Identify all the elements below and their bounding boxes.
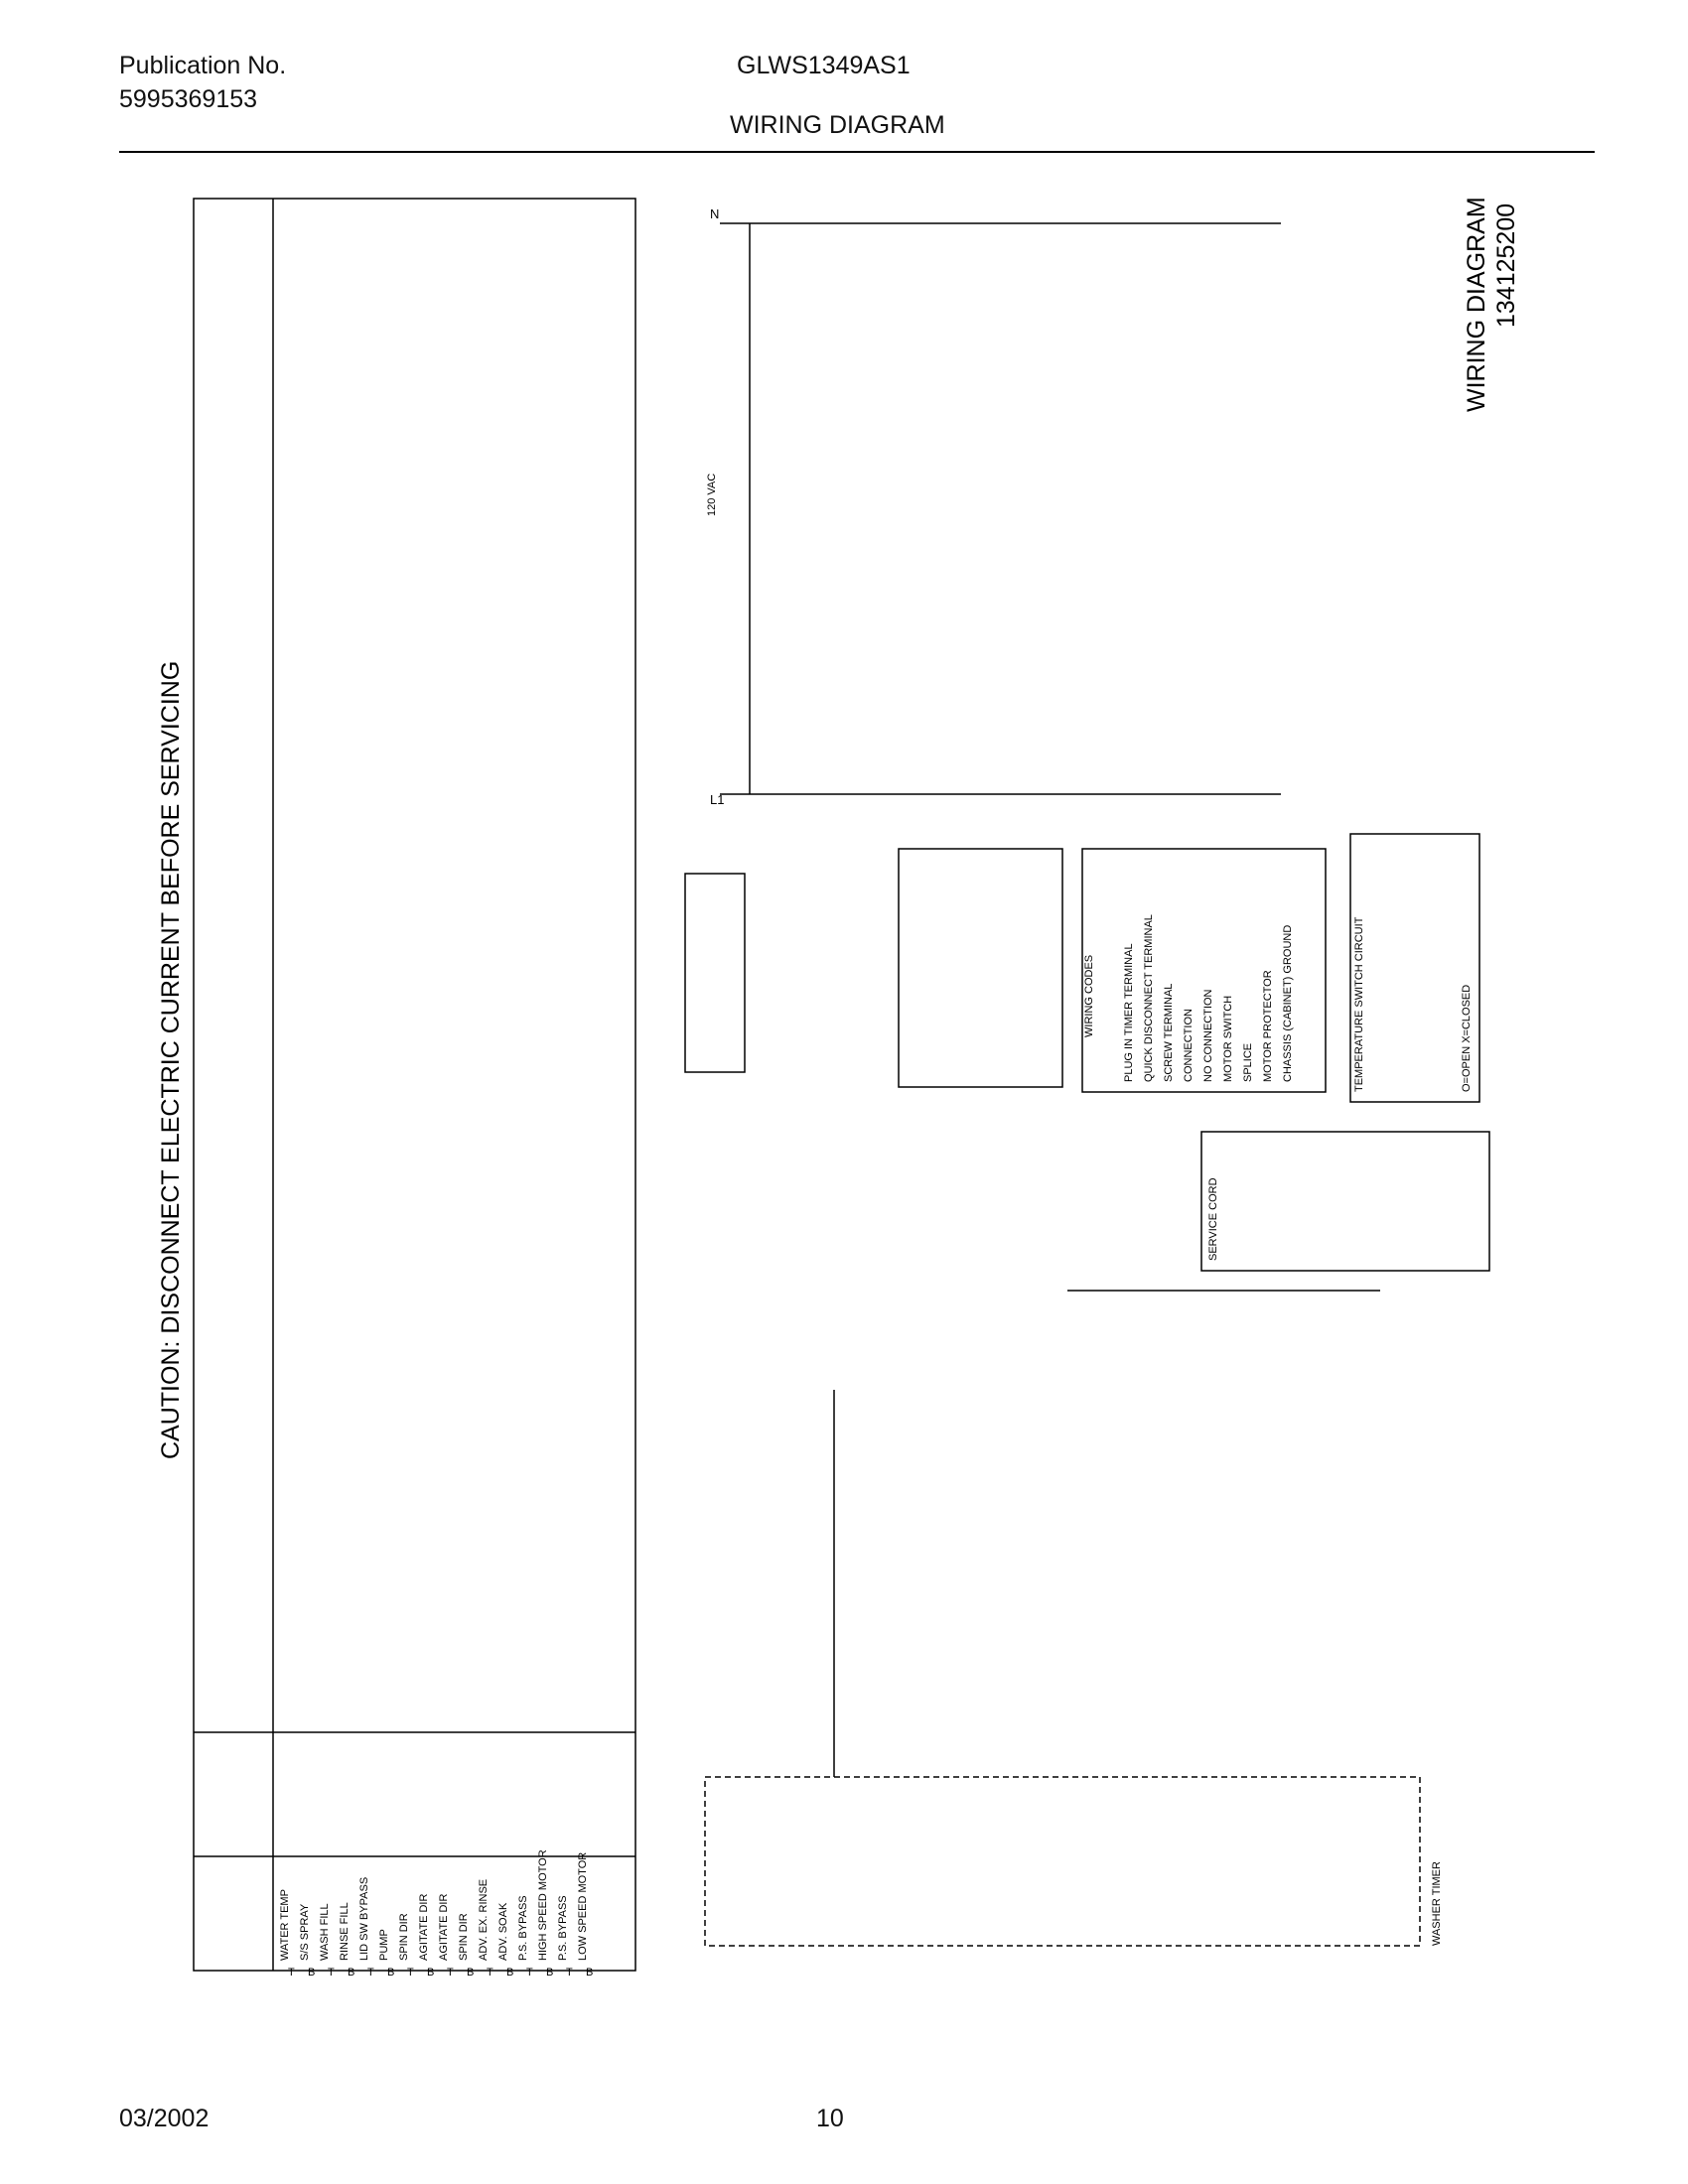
section-title: WIRING DIAGRAM <box>730 111 945 139</box>
wiring-code-item: QUICK DISCONNECT TERMINAL <box>1143 914 1155 1082</box>
l1-label: L1 <box>710 792 724 807</box>
caution-text: CAUTION: DISCONNECT ELECTRIC CURRENT BEF… <box>157 661 185 1459</box>
timer-row-position: T <box>526 1967 533 1979</box>
timer-row-position: B <box>387 1967 394 1979</box>
timer-row-circuit: AGITATE DIR <box>418 1894 430 1961</box>
wiring-code-item: CONNECTION <box>1183 1009 1195 1082</box>
timer-row-position: T <box>566 1967 573 1979</box>
vac-label: 120 VAC <box>706 474 718 516</box>
timer-row-circuit: RINSE FILL <box>339 1902 351 1961</box>
wiring-code-item: PLUG IN TIMER TERMINAL <box>1123 943 1135 1082</box>
timer-row-circuit: P.S. BYPASS <box>517 1895 529 1961</box>
wiring-code-item: NO CONNECTION <box>1202 989 1214 1082</box>
timer-row-position: B <box>467 1967 474 1979</box>
wiring-code-item: MOTOR SWITCH <box>1222 996 1234 1082</box>
temp-table-title: TEMPERATURE SWITCH CIRCUIT <box>1353 916 1365 1092</box>
wiring-code-item: CHASSIS (CABINET) GROUND <box>1282 925 1294 1082</box>
wiring-code-item: MOTOR PROTECTOR <box>1262 970 1274 1082</box>
timer-row-position: B <box>546 1967 553 1979</box>
timer-row-position: T <box>367 1967 374 1979</box>
timer-plug-outline <box>898 848 1063 1088</box>
washer-timer-label: WASHER TIMER <box>1431 1861 1443 1946</box>
timer-row-position: T <box>447 1967 454 1979</box>
timer-row-circuit: ADV. SOAK <box>497 1902 509 1961</box>
header-rule <box>119 151 1595 153</box>
timer-row-circuit: S/S SPRAY <box>299 1903 311 1961</box>
service-cord-box <box>1200 1131 1490 1272</box>
temp-table-legend: O=OPEN X=CLOSED <box>1461 985 1473 1092</box>
timer-row-circuit: P.S. BYPASS <box>557 1895 569 1961</box>
timer-row-position: B <box>586 1967 593 1979</box>
wiring-code-item: SPLICE <box>1242 1043 1254 1082</box>
service-cord-title: SERVICE CORD <box>1207 1177 1219 1261</box>
timer-row-position: T <box>328 1967 335 1979</box>
timer-row-circuit: LID SW BYPASS <box>358 1877 370 1961</box>
timer-row-circuit: WATER TEMP <box>279 1889 291 1961</box>
diagram-number: 134125200 <box>1492 204 1520 328</box>
publication-label: Publication No. <box>119 52 287 79</box>
washer-timer-box <box>704 1776 1421 1947</box>
timer-row-circuit: HIGH SPEED MOTOR <box>537 1849 549 1961</box>
wiring-codes-title: WIRING CODES <box>1083 955 1095 1037</box>
publication-number: 5995369153 <box>119 85 258 113</box>
timer-row-position: T <box>487 1967 493 1979</box>
model-number: GLWS1349AS1 <box>737 52 911 79</box>
timer-row-circuit: LOW SPEED MOTOR <box>577 1852 589 1961</box>
temp-switch-table-box <box>1349 833 1480 1103</box>
timer-row-position: B <box>308 1967 315 1979</box>
timer-row-position: T <box>288 1967 295 1979</box>
neutral-label: N <box>710 206 719 221</box>
timer-row-circuit: WASH FILL <box>319 1903 331 1961</box>
wiring-code-item: SCREW TERMINAL <box>1163 984 1175 1082</box>
timer-row-circuit: AGITATE DIR <box>438 1894 450 1961</box>
timer-row-position: B <box>506 1967 513 1979</box>
timer-row-circuit: PUMP <box>378 1929 390 1961</box>
timer-row-circuit: SPIN DIR <box>398 1913 410 1961</box>
wiring-codes-box <box>1081 848 1327 1093</box>
footer-date: 03/2002 <box>119 2105 210 2132</box>
diagram-title: WIRING DIAGRAM <box>1463 197 1490 412</box>
timer-chart-frame <box>193 198 636 1972</box>
timer-row-position: T <box>407 1967 414 1979</box>
timer-row-circuit: SPIN DIR <box>458 1913 470 1961</box>
footer-page: 10 <box>816 2105 844 2132</box>
timer-row-position: B <box>348 1967 354 1979</box>
timer-row-position: B <box>427 1967 434 1979</box>
timer-row-circuit: ADV. EX. RINSE <box>478 1879 490 1961</box>
